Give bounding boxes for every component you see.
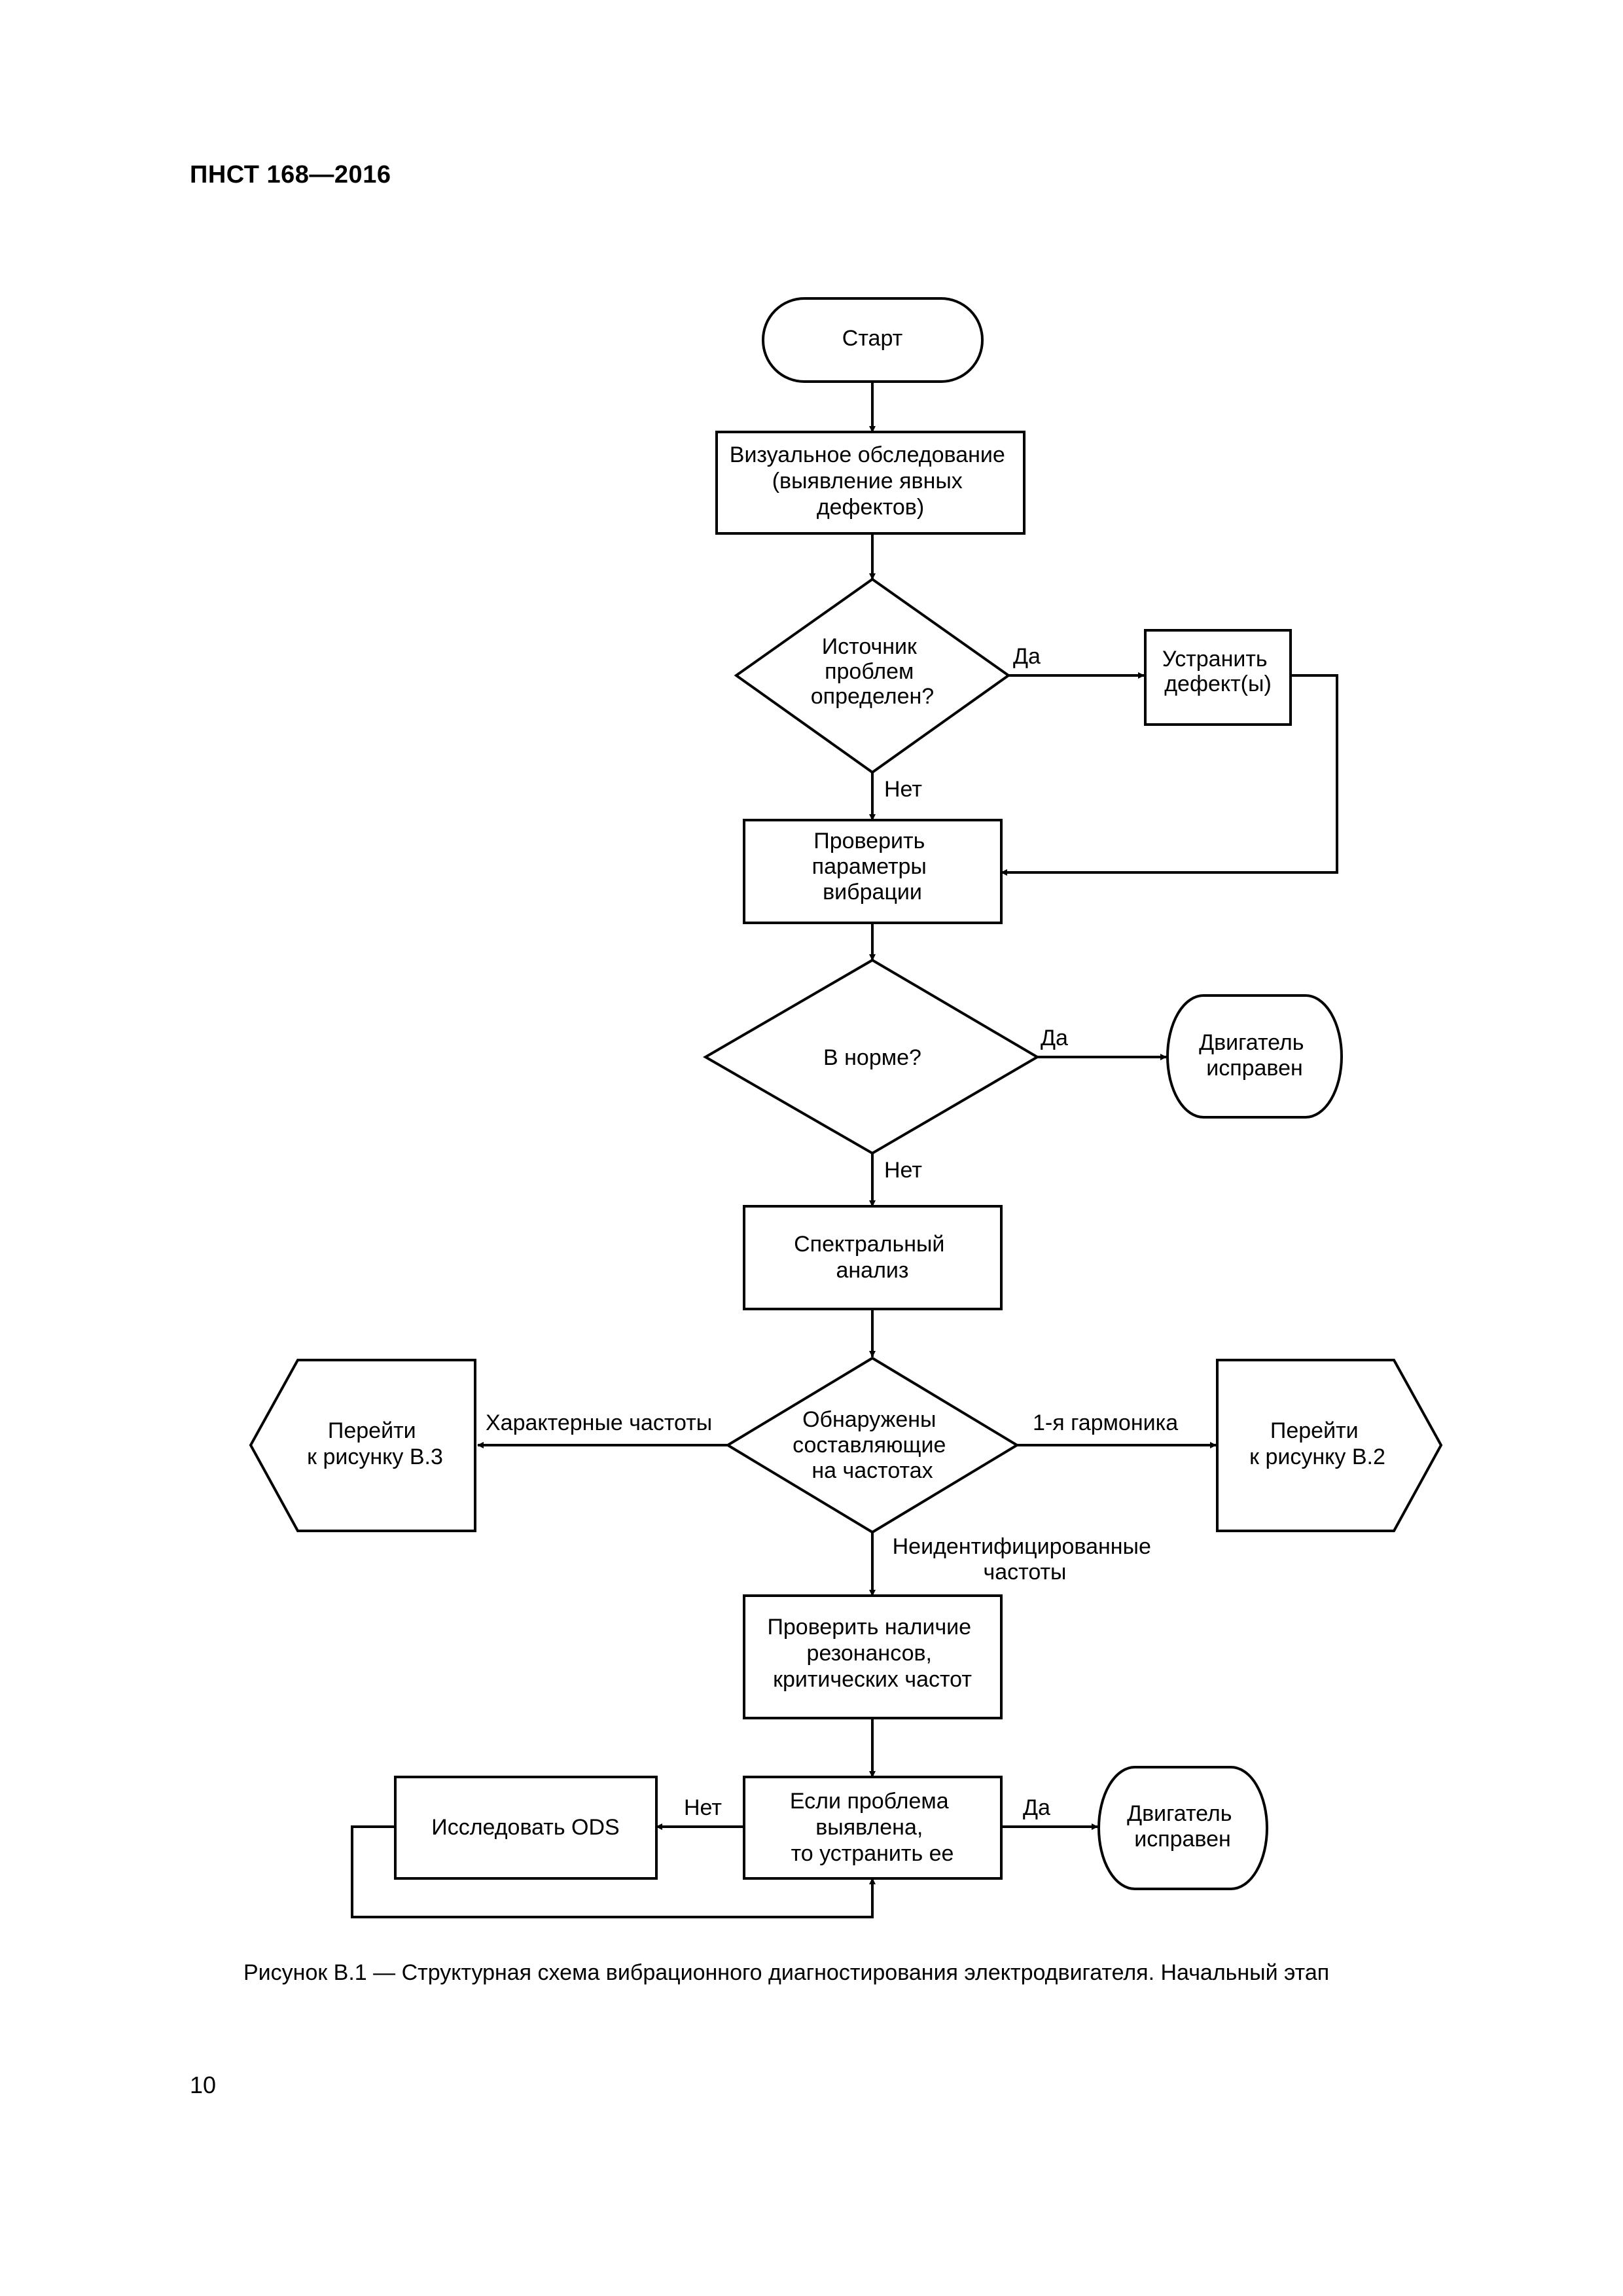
node-visual-text: Визуальное обследование (выявление явных… — [730, 442, 1011, 520]
node-detected-text: Обнаружены составляющие на частотах — [793, 1407, 952, 1483]
node-spectral-text: Спектральный анализ — [794, 1232, 951, 1283]
document-id: ПНСТ 168—2016 — [190, 161, 391, 188]
node-detected-shape — [725, 1356, 1020, 1534]
node-problem-text: Если проблема выявлена, то устранить ее — [790, 1789, 955, 1866]
node-problem-shape — [743, 1776, 1003, 1880]
node-goto-b3-text: Перейти к рисунку В.3 — [307, 1418, 443, 1469]
figure-caption: Рисунок В.1 — Структурная схема вибрацио… — [243, 1960, 1330, 1985]
node-visual-shape — [715, 431, 1026, 535]
node-fix-shape — [1144, 629, 1292, 726]
node-goto-b2-shape — [1216, 1359, 1443, 1532]
edge-ods-loop — [351, 1825, 876, 1918]
label-problem-no: Нет — [684, 1795, 722, 1820]
label-first-harm: 1-я гармоника — [1033, 1410, 1178, 1435]
label-norm-yes: Да — [1041, 1026, 1068, 1050]
node-goto-b2-text: Перейти к рисунку В.2 — [1249, 1418, 1385, 1469]
node-checkvib-text: Проверить параметры вибрации — [812, 829, 933, 905]
label-source-no: Нет — [884, 777, 922, 802]
node-ods-shape — [394, 1776, 658, 1880]
node-resonance-shape — [743, 1594, 1003, 1719]
node-ok2-shape — [1097, 1766, 1268, 1890]
node-norm-shape — [703, 958, 1040, 1155]
label-char-freq: Характерные частоты — [486, 1410, 712, 1435]
node-start-shape — [762, 297, 984, 383]
node-resonance-text: Проверить наличие резонансов, критически… — [767, 1615, 977, 1692]
edge-fix-checkvib — [1001, 674, 1338, 876]
node-source-text: Источник проблем определен? — [811, 634, 934, 709]
label-unident: Неидентифицированные частоты — [893, 1534, 1158, 1585]
node-start-text: Старт — [842, 326, 902, 351]
node-ok2-text: Двигатель исправен — [1127, 1801, 1238, 1852]
node-fix-text: Устранить дефект(ы) — [1162, 647, 1274, 696]
node-ods-text: Исследовать ODS — [431, 1815, 619, 1840]
label-norm-no: Нет — [884, 1158, 922, 1183]
node-checkvib-shape — [743, 819, 1003, 924]
node-ok1-text: Двигатель исправен — [1199, 1030, 1310, 1081]
page-number: 10 — [190, 2072, 217, 2098]
node-source-shape — [734, 577, 1011, 774]
node-goto-b3-shape — [249, 1359, 476, 1532]
label-problem-yes: Да — [1023, 1795, 1050, 1820]
node-norm-text: В норме? — [823, 1045, 921, 1070]
node-spectral-shape — [743, 1205, 1003, 1310]
node-ok1-shape — [1166, 994, 1343, 1119]
label-source-yes: Да — [1013, 644, 1041, 669]
